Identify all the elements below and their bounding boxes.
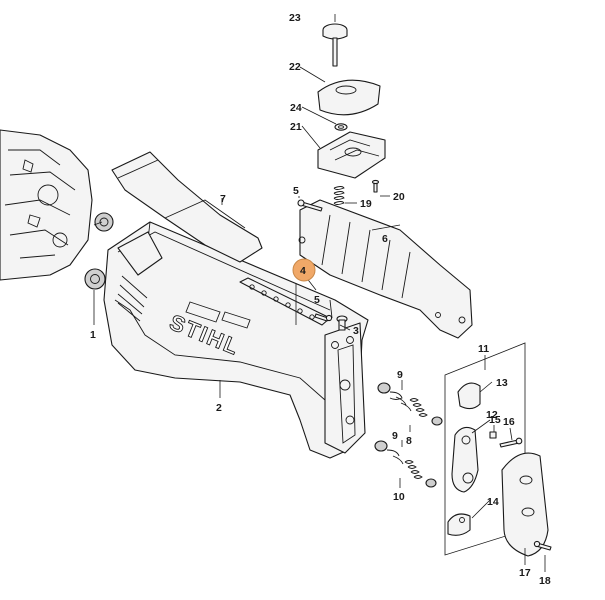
- callout-21: 21: [290, 121, 302, 133]
- callout-11: 11: [478, 343, 489, 355]
- callout-17: 17: [519, 567, 531, 579]
- part-24-ring: [334, 123, 348, 131]
- part-8-9-upper-button: [377, 382, 443, 426]
- callout-6: 6: [382, 233, 388, 245]
- callout-19: 19: [360, 198, 372, 210]
- callout-2: 2: [216, 402, 222, 414]
- part-2-handle-housing: STIHL: [103, 221, 369, 459]
- part-17-side-plate: [501, 452, 549, 557]
- callout-1: 1: [90, 329, 96, 341]
- part-12-lever: [451, 426, 479, 493]
- callout-23: 23: [289, 12, 301, 24]
- part-13-button-cap: [457, 382, 481, 410]
- callout-7: 7: [220, 193, 226, 205]
- part-5-screw-upper: [297, 199, 323, 212]
- callout-labels: 1 2 3 4 5 5 6 7 8 9 9 10 11 12 13 14 15 …: [90, 12, 551, 587]
- part-5-screw-lower: [314, 313, 333, 322]
- part-16-screw: [499, 437, 523, 448]
- part-19-spring: [333, 186, 345, 205]
- callout-5-upper: 5: [293, 185, 299, 197]
- callout-16: 16: [503, 416, 515, 428]
- part-21-knob-base: [317, 131, 386, 179]
- part-23-knob-screw: [322, 23, 348, 67]
- callout-9-lower: 9: [392, 430, 398, 442]
- part-15-pin: [489, 431, 497, 439]
- callout-4-highlight: [292, 258, 316, 282]
- engine-housing: [0, 129, 93, 281]
- callout-12: 12: [486, 409, 498, 421]
- part-3-screw: [336, 315, 348, 331]
- part-9-10-lower-button: [374, 440, 437, 488]
- callout-20: 20: [393, 191, 405, 203]
- part-18-screw: [533, 540, 552, 551]
- callout-15: 15: [489, 414, 501, 426]
- callout-22: 22: [289, 61, 301, 73]
- leader-lines: [93, 14, 546, 572]
- callout-5-lower: 5: [314, 294, 320, 306]
- part-14-clip: [447, 513, 471, 536]
- callout-4: 4: [300, 265, 306, 277]
- callout-9-upper: 9: [397, 369, 403, 381]
- callout-14: 14: [487, 496, 499, 508]
- callout-8: 8: [406, 435, 412, 447]
- part-7-cover-strip: [111, 151, 263, 263]
- callout-3: 3: [353, 325, 359, 337]
- part-1-bushings: [84, 212, 114, 290]
- callout-13: 13: [496, 377, 508, 389]
- callout-24: 24: [290, 102, 302, 114]
- callout-10: 10: [393, 491, 405, 503]
- callout-18: 18: [539, 575, 551, 587]
- part-20-screw: [371, 179, 380, 193]
- part-22-knob-cap: [317, 79, 381, 116]
- part-6-cover-plate: [298, 199, 473, 339]
